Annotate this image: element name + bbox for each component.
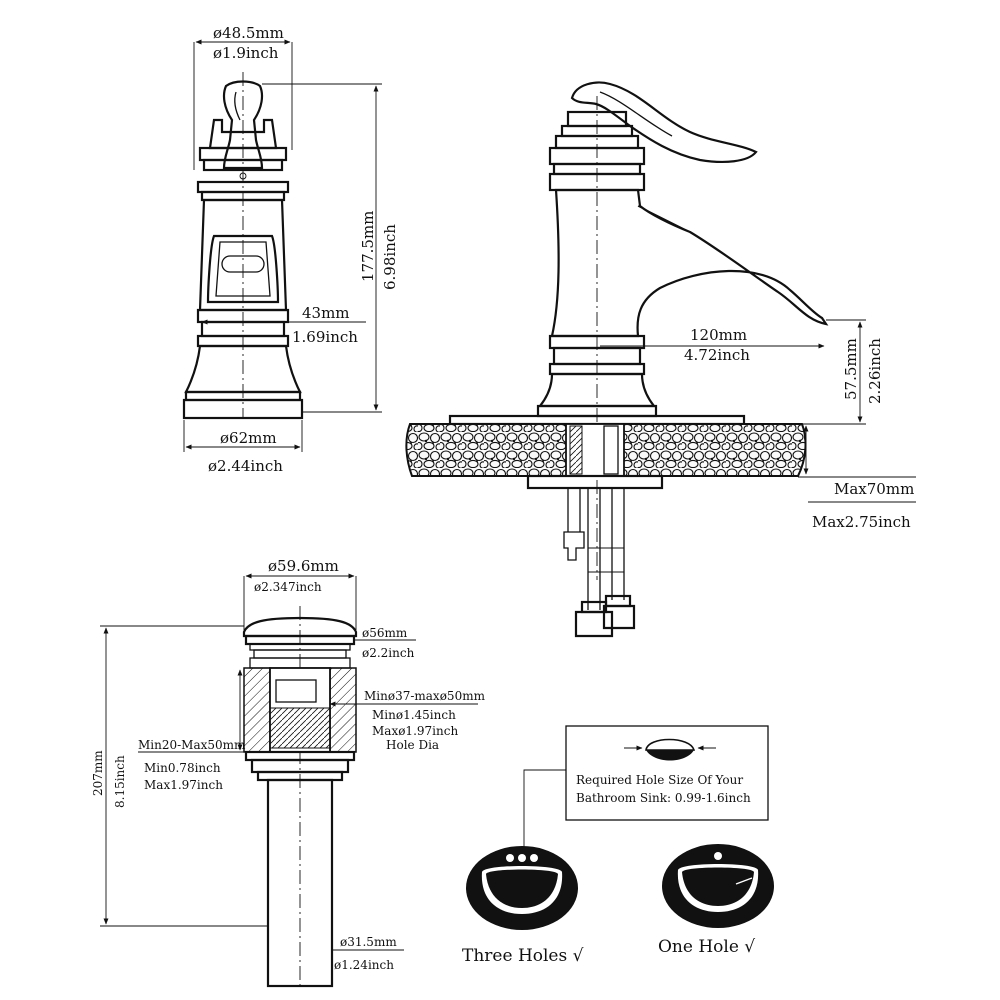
drain-pipe-diameter-mm: ø31.5mm <box>340 935 397 949</box>
drain-hole-dia-label: Hole Dia <box>386 738 439 752</box>
front-base-diameter-in: ø2.44inch <box>208 457 283 475</box>
front-top-diameter-mm: ø48.5mm <box>213 24 284 42</box>
front-height-in: 6.98inch <box>381 224 399 290</box>
drain-thickness-max-in: Max1.97inch <box>144 778 223 792</box>
drain-pipe-diameter-in: ø1.24inch <box>334 958 394 972</box>
drain-thickness-min-in: Min0.78inch <box>144 761 221 775</box>
drain-thickness-mm: Min20-Max50mm <box>138 738 246 752</box>
drain-cap-diameter-mm: ø59.6mm <box>268 557 339 575</box>
three-holes-sink-icon <box>466 846 578 930</box>
sink-wall-left <box>243 667 271 753</box>
front-top-diameter-in: ø1.9inch <box>213 44 279 62</box>
side-spout-height-mm: 57.5mm <box>842 338 860 400</box>
three-holes-label: Three Holes √ <box>462 946 584 966</box>
side-spout-height-in: 2.26inch <box>866 338 884 404</box>
drain-total-height-in: 8.15inch <box>113 755 127 808</box>
drain-hole-range-mm: Minø37-maxø50mm <box>364 689 486 703</box>
front-height-mm: 177.5mm <box>359 211 377 282</box>
drain-cap-diameter-in: ø2.347inch <box>254 580 322 594</box>
side-max-deck-in: Max2.75inch <box>812 513 911 531</box>
front-base-diameter-mm: ø62mm <box>220 429 277 447</box>
side-spout-reach-mm: 120mm <box>690 326 747 344</box>
drain-hole-min-in: Minø1.45inch <box>372 708 456 722</box>
drain-flange-diameter-mm: ø56mm <box>362 626 408 640</box>
hole-size-icon <box>624 738 716 761</box>
note-line-1: Required Hole Size Of Your <box>576 773 743 787</box>
drain-flange-diameter-in: ø2.2inch <box>362 646 415 660</box>
drain-diagram: ø59.6mm ø2.347inch ø56mm ø2.2inch Minø37… <box>91 557 486 988</box>
faucet-side-view: 120mm 4.72inch 57.5mm 2.26inch Max70mm M… <box>405 81 916 638</box>
front-body-width-mm: 43mm <box>302 304 350 322</box>
one-hole-sink-icon <box>662 844 774 928</box>
faucet-front-view: ø48.5mm ø1.9inch 177.5mm 6.98inch 43mm 1… <box>182 24 399 475</box>
note-line-2: Bathroom Sink: 0.99-1.6inch <box>576 791 751 805</box>
one-hole-label: One Hole √ <box>658 937 755 957</box>
sink-wall-right <box>329 667 357 753</box>
drain-hole-max-in: Maxø1.97inch <box>372 724 458 738</box>
front-body-width-in: 1.69inch <box>292 328 358 346</box>
drain-total-height-mm: 207mm <box>91 750 105 796</box>
sink-hole-note: Required Hole Size Of Your Bathroom Sink… <box>462 725 774 966</box>
side-spout-reach-in: 4.72inch <box>684 346 750 364</box>
side-max-deck-mm: Max70mm <box>834 480 914 498</box>
